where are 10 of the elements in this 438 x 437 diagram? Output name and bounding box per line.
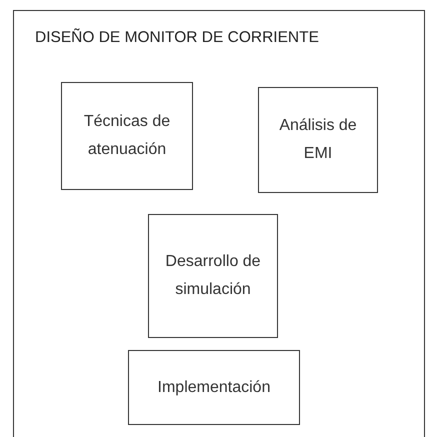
- process-box: [128, 350, 300, 425]
- frame-box: [13, 10, 425, 437]
- box-label: Desarrollo de simulación: [164, 252, 262, 300]
- box-label: Implementación: [158, 378, 270, 398]
- box-label: Técnicas de atenuación: [82, 112, 172, 160]
- process-box: [148, 214, 278, 338]
- process-box: [258, 87, 378, 193]
- process-box: [61, 82, 193, 190]
- frame-title: DISEÑO DE MONITOR DE CORRIENTE: [35, 27, 319, 48]
- box-label: Análisis de EMI: [278, 116, 358, 164]
